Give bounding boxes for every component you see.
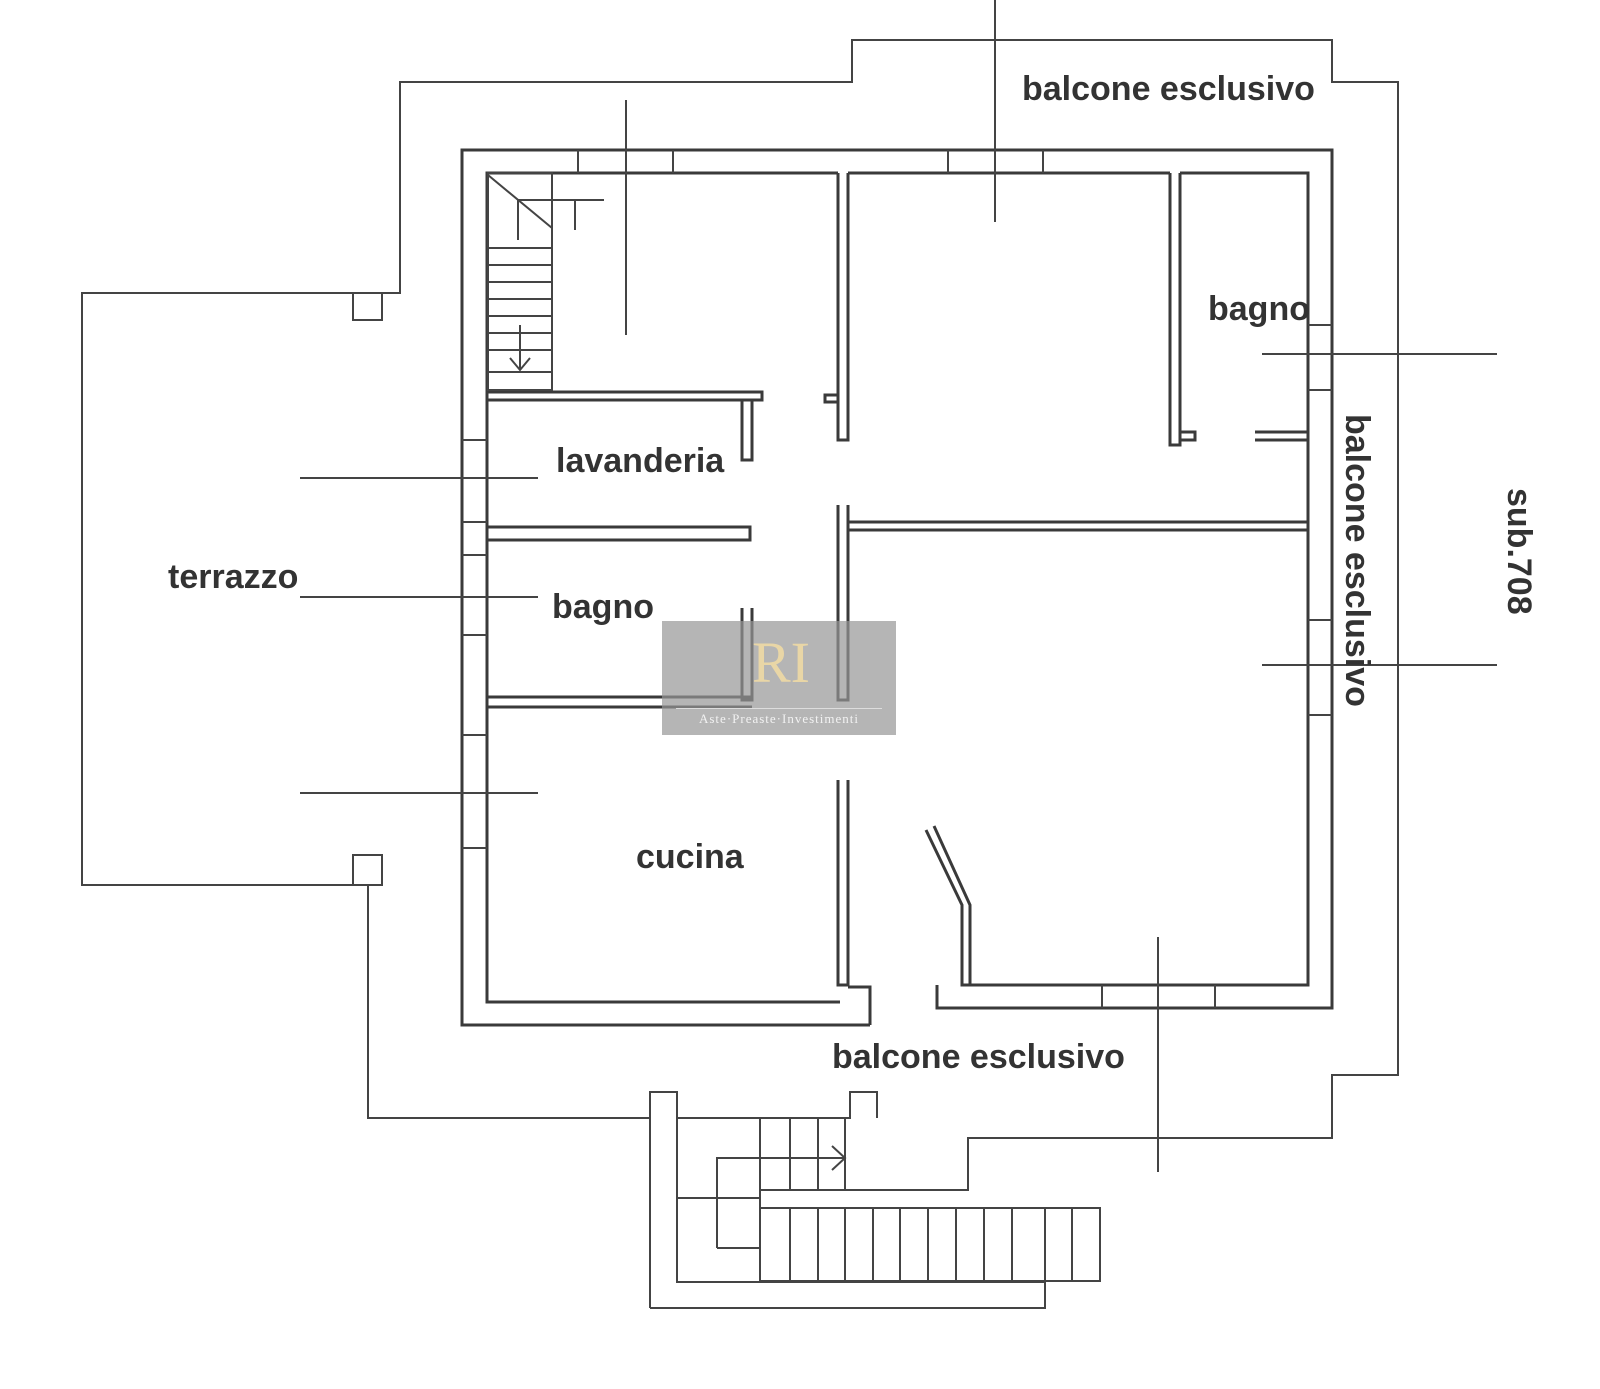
label-bagno-top: bagno [1208, 290, 1310, 328]
balcony-outline [460, 39, 1399, 1191]
interior-walls [487, 173, 1308, 987]
inner-wall [485, 171, 840, 1004]
outer-wall [460, 148, 1334, 1027]
label-bagno-left: bagno [552, 588, 654, 626]
label-cucina: cucina [636, 838, 744, 876]
terrace-outline [81, 81, 650, 1119]
pillar [352, 854, 383, 886]
watermark: RI Aste·Preaste·Investimenti [662, 621, 896, 735]
stairs-top-left [487, 172, 604, 391]
windows [462, 150, 1332, 1008]
label-balcone-right: balcone esclusivo [1338, 414, 1376, 707]
wall-end [848, 985, 872, 1025]
pillar [352, 292, 383, 321]
label-balcone-top: balcone esclusivo [1022, 70, 1315, 108]
watermark-logo: RI [752, 630, 810, 695]
leader-lines [300, 0, 1497, 1172]
label-balcone-bottom: balcone esclusivo [832, 1038, 1125, 1076]
watermark-tagline: Aste·Preaste·Investimenti [676, 708, 882, 727]
stairs-bottom [649, 1091, 1101, 1309]
inner-wall [970, 171, 1310, 987]
label-sub: sub.708 [1500, 488, 1538, 615]
label-terrazzo: terrazzo [168, 558, 299, 596]
label-lavanderia: lavanderia [556, 442, 725, 480]
